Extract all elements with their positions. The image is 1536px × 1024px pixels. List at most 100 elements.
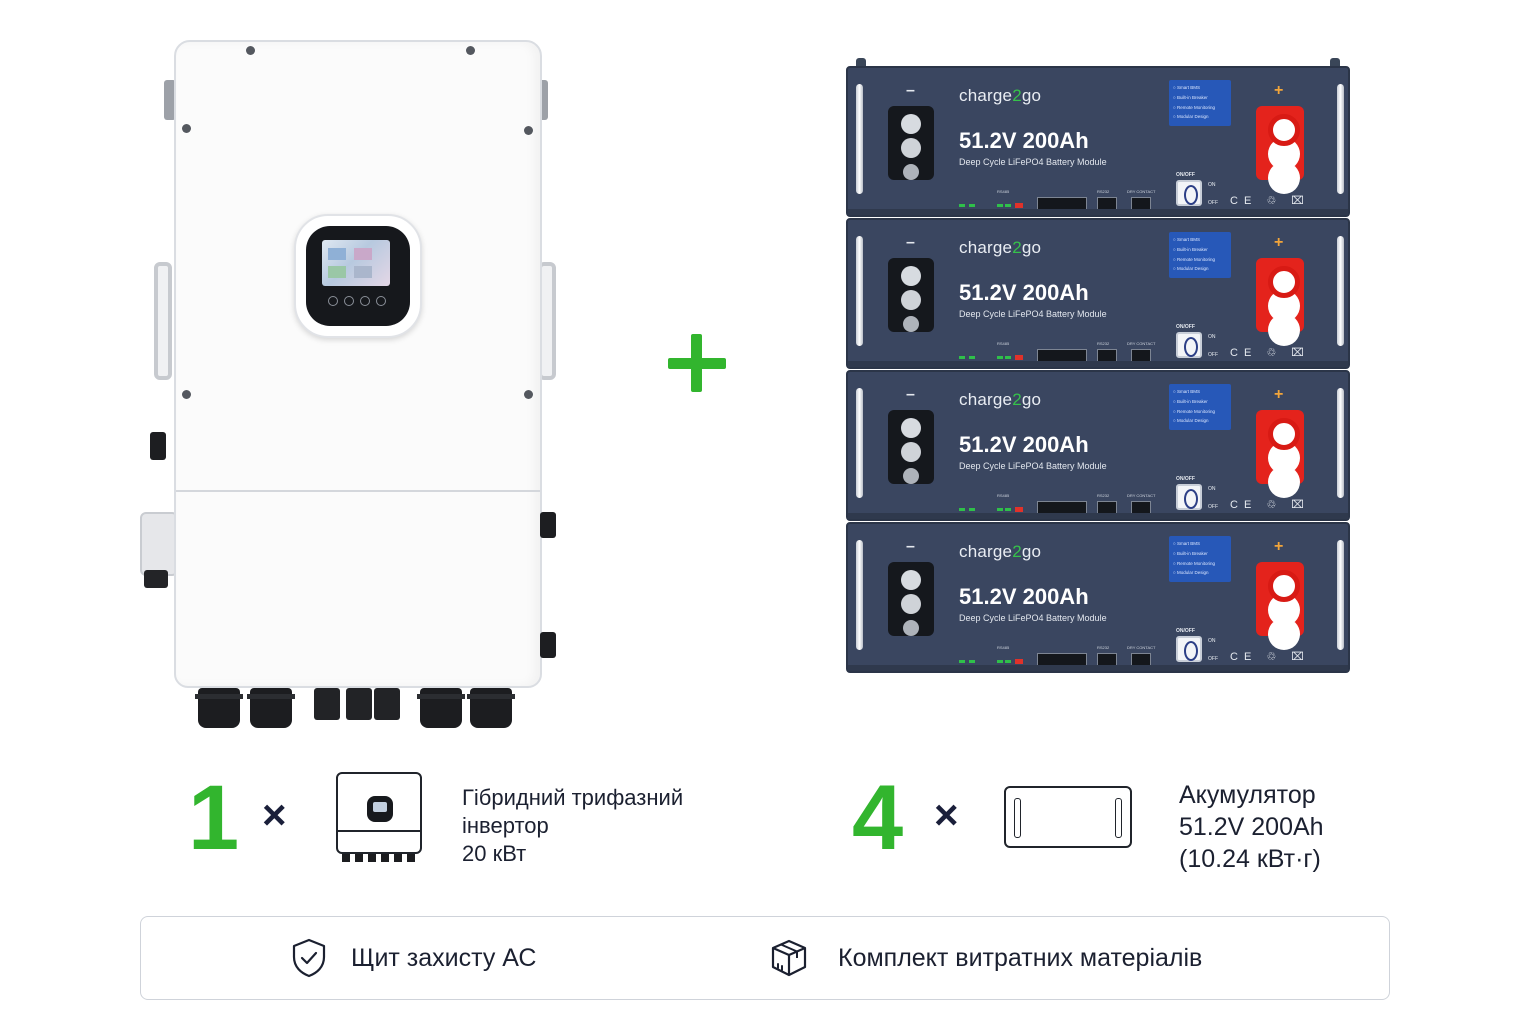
pv-connector — [314, 688, 340, 720]
inverter-mini-body — [336, 772, 422, 854]
screw — [182, 390, 191, 399]
battery-power-switch: ON/OFF ON OFF — [1176, 324, 1220, 366]
rj45-port — [1037, 501, 1087, 515]
cable-gland — [247, 688, 295, 728]
status-led — [1005, 356, 1011, 359]
battery-power-switch: ON/OFF ON OFF — [1176, 476, 1220, 518]
inverter-cable-glands — [195, 688, 518, 728]
rj45-port — [1037, 349, 1087, 363]
status-led — [969, 508, 975, 511]
inverter-button — [328, 296, 338, 306]
feature-line: Built-in Breaker — [1173, 549, 1227, 559]
positive-sign: + — [1274, 538, 1284, 555]
battery-mini-icon — [1004, 786, 1132, 848]
inverter-display-panel — [294, 214, 422, 338]
on-label: ON — [1208, 486, 1216, 492]
inverter-lcd — [322, 240, 390, 286]
inverter-housing — [174, 40, 556, 688]
inverter-side-plug — [140, 512, 178, 588]
pv-connector — [346, 688, 372, 720]
port-label: RS232 — [1097, 189, 1110, 194]
feature-line: Built-in Breaker — [1173, 397, 1227, 407]
battery-rack-handle — [856, 540, 863, 650]
battery-port-row: RS485 RS232 DRY CONTACT — [959, 645, 1169, 668]
negative-sign: – — [906, 234, 915, 251]
rj45-port — [1097, 501, 1117, 515]
cable-gland — [467, 688, 515, 728]
inverter-side-connector — [540, 512, 556, 538]
shield-check-icon — [292, 938, 326, 978]
status-led — [997, 356, 1003, 359]
inverter-desc-line1: Гібридний трифазний — [462, 785, 684, 810]
status-led — [997, 508, 1003, 511]
stack-ear — [1330, 58, 1340, 70]
status-led — [1005, 204, 1011, 207]
status-led — [1005, 508, 1011, 511]
alarm-led — [1015, 355, 1023, 360]
rj45-port — [1037, 653, 1087, 667]
battery-model: 51.2V 200Ah — [959, 128, 1089, 153]
brand-text-accent: 2 — [1012, 390, 1022, 409]
battery-quantity: 4 — [852, 767, 904, 869]
battery-port-row: RS485 RS232 DRY CONTACT — [959, 493, 1169, 516]
battery-brand: charge2go — [959, 238, 1041, 258]
port-label: DRY CONTACT — [1127, 493, 1156, 498]
positive-terminal — [1256, 410, 1304, 484]
inverter-cover-seam — [176, 490, 540, 492]
cable-gland — [417, 688, 465, 728]
negative-terminal — [888, 106, 934, 180]
battery-subtitle: Deep Cycle LiFePO4 Battery Module — [959, 157, 1107, 167]
off-label: OFF — [1208, 352, 1218, 358]
port-label: RS485 — [997, 189, 1010, 194]
status-led — [959, 508, 965, 511]
screw — [466, 46, 475, 55]
brand-text: charge — [959, 238, 1013, 257]
battery-subtitle: Deep Cycle LiFePO4 Battery Module — [959, 309, 1107, 319]
power-switch — [1176, 636, 1202, 662]
on-label: ON — [1208, 638, 1216, 644]
brand-text: charge — [959, 390, 1013, 409]
certification-marks: CE ♲ ⌧ — [1230, 499, 1310, 511]
power-switch — [1176, 332, 1202, 358]
multiply-icon: × — [262, 791, 287, 838]
battery-desc-line1: Акумулятор — [1179, 781, 1316, 809]
dry-contact-port — [1131, 197, 1151, 211]
brand-text: charge — [959, 86, 1013, 105]
rj45-port — [1097, 349, 1117, 363]
inverter-mini-glands — [342, 854, 416, 862]
inverter-screen — [306, 226, 410, 326]
battery-rack-handle — [1337, 236, 1344, 346]
battery-model: 51.2V 200Ah — [959, 432, 1089, 457]
certification-marks: CE ♲ ⌧ — [1230, 195, 1310, 207]
stack-ear — [856, 58, 866, 70]
status-led — [969, 356, 975, 359]
inverter-button — [360, 296, 370, 306]
status-led — [959, 660, 965, 663]
cable-gland — [195, 688, 243, 728]
positive-terminal — [1256, 258, 1304, 332]
screw — [524, 126, 533, 135]
battery-brand: charge2go — [959, 390, 1041, 410]
off-label: OFF — [1208, 200, 1218, 206]
negative-sign: – — [906, 386, 915, 403]
inverter-side-connector — [540, 632, 556, 658]
battery-power-switch: ON/OFF ON OFF — [1176, 172, 1220, 214]
battery-power-switch: ON/OFF ON OFF — [1176, 628, 1220, 670]
port-label: DRY CONTACT — [1127, 341, 1156, 346]
battery-feature-panel: Smart BMS Built-in Breaker Remote Monito… — [1169, 232, 1231, 278]
positive-sign: + — [1274, 386, 1284, 403]
port-label: RS485 — [997, 645, 1010, 650]
battery-rack-handle — [1337, 540, 1344, 650]
feature-line: Modular Design — [1173, 112, 1227, 122]
status-led — [959, 356, 965, 359]
port-label: DRY CONTACT — [1127, 189, 1156, 194]
on-label: ON — [1208, 334, 1216, 340]
brand-text-accent: 2 — [1012, 86, 1022, 105]
status-led — [959, 204, 965, 207]
pv-connector — [374, 688, 400, 720]
dry-contact-port — [1131, 653, 1151, 667]
status-led — [1005, 660, 1011, 663]
negative-terminal — [888, 258, 934, 332]
plus-icon — [668, 334, 726, 392]
onoff-label: ON/OFF — [1176, 476, 1195, 482]
